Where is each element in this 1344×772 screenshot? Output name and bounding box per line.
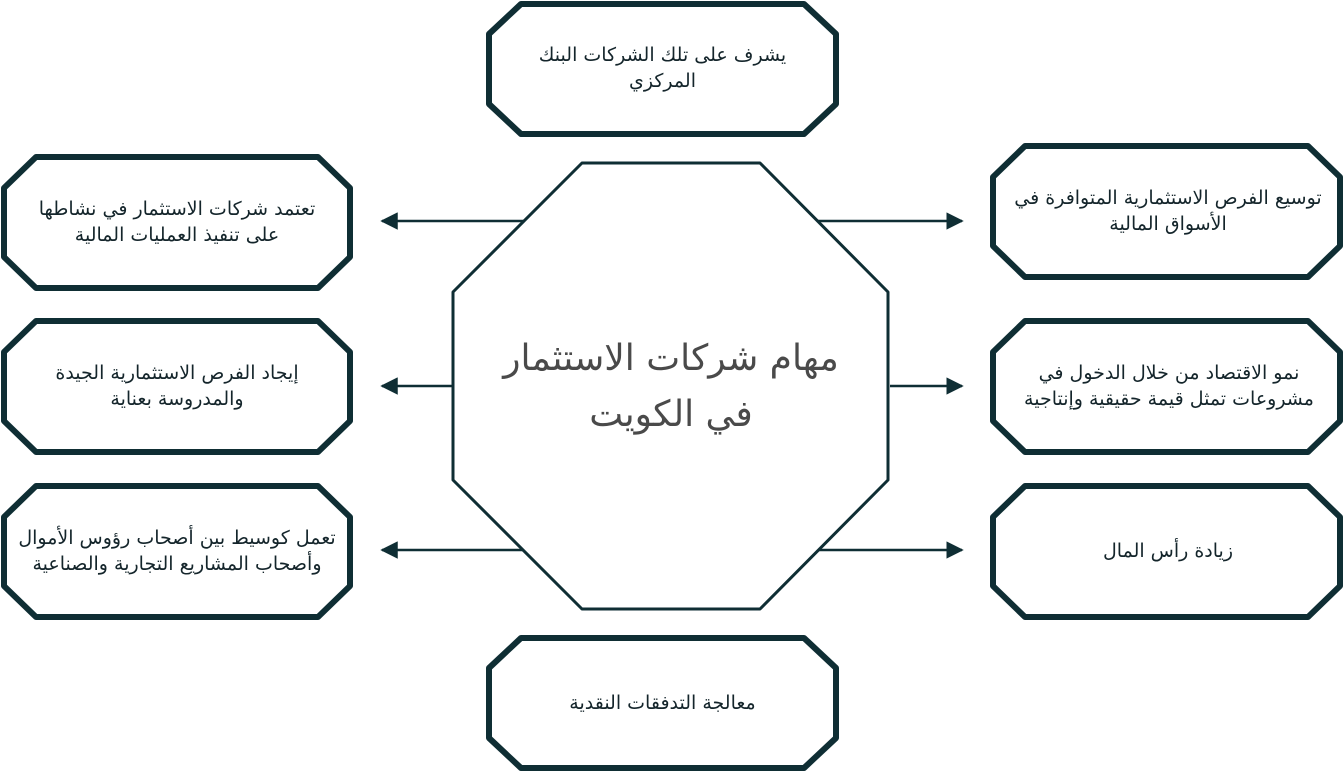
box-right-2-shape	[990, 318, 1343, 455]
node-top: يشرف على تلك الشركات البنك المركزي	[538, 44, 787, 92]
box-left-2-shape	[1, 318, 353, 455]
node-left-3: تعمل كوسيط بين أصحاب رؤوس الأموال وأصحاب…	[18, 527, 336, 575]
node-right-1: توسيع الفرص الاستثمارية المتوافرة في الأ…	[1014, 187, 1322, 235]
node-right-2: نمو الاقتصاد من خلال الدخول في مشروعات ت…	[1024, 362, 1314, 410]
box-right-1-shape	[990, 143, 1343, 280]
box-bottom-shape	[486, 635, 839, 771]
connectors	[380, 212, 964, 559]
center-title: مهام شركات الاستثمار في الكويت	[503, 338, 839, 435]
box-right-3-shape	[990, 483, 1343, 620]
box-left-1-shape	[1, 154, 353, 291]
node-bottom: معالجة التدفقات النقدية	[569, 692, 756, 714]
center-octagon	[451, 161, 890, 611]
box-top-shape	[486, 1, 839, 137]
node-left-2: إيجاد الفرص الاستثمارية الجيدة والمدروسة…	[55, 362, 299, 410]
node-right-3: زيادة رأس المال	[1102, 540, 1234, 562]
node-left-1: تعتمد شركات الاستثمار في نشاطها على تنفي…	[38, 198, 316, 246]
box-left-3-shape	[1, 483, 353, 620]
